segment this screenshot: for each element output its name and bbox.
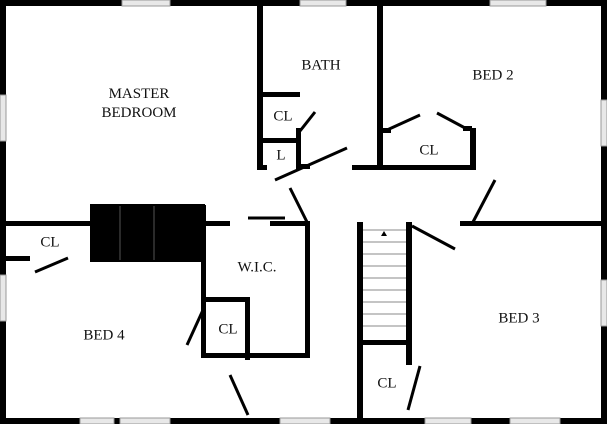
bed3-closet-label: CL — [377, 375, 397, 392]
bed3-label: BED 3 — [498, 310, 540, 327]
stair-up-arrow-icon — [381, 231, 387, 236]
bath-closet-label: CL — [273, 108, 293, 125]
chimney-block — [90, 204, 205, 262]
chimney-lines — [119, 206, 155, 260]
master-closet-label: CL — [40, 234, 60, 251]
bed4-label: BED 4 — [83, 327, 125, 344]
door-swings — [34, 111, 497, 416]
bed2-closet-label: CL — [419, 142, 439, 159]
wic-label: W.I.C. — [237, 259, 277, 276]
stair-treads — [363, 229, 406, 327]
bath-label: BATH — [301, 57, 341, 74]
bed2-label: BED 2 — [472, 67, 514, 84]
linen-label: L — [276, 147, 286, 164]
wic-closet-label: CL — [218, 321, 238, 338]
